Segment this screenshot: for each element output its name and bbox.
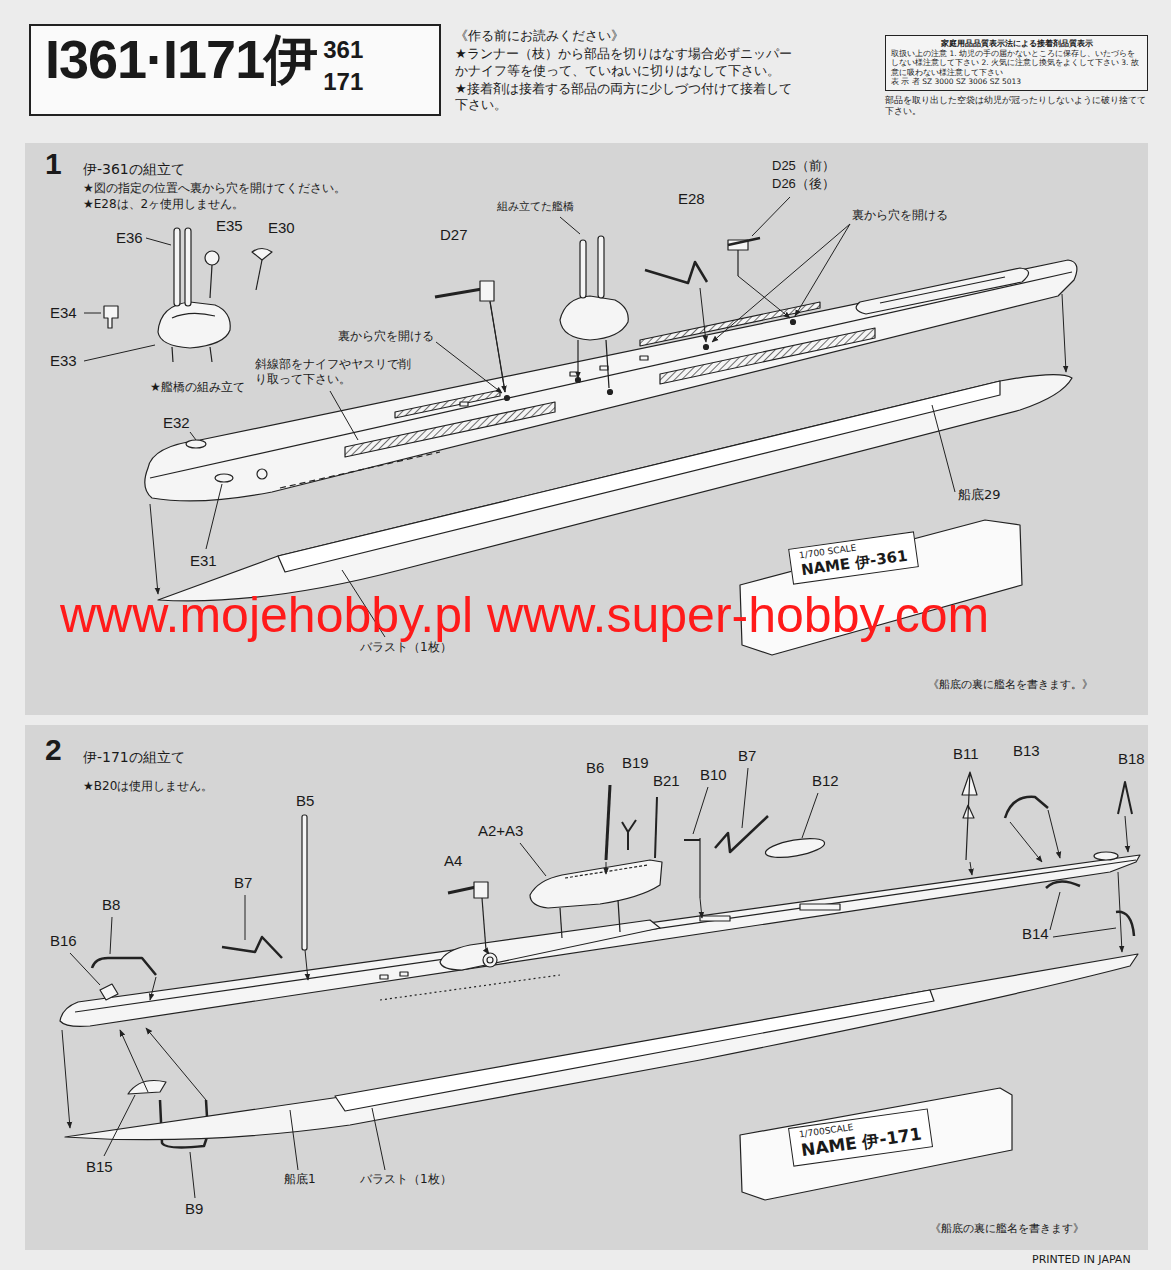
step-title: 伊-171の組立て — [83, 749, 185, 767]
part-number: E34 — [50, 304, 77, 323]
part-number: B7 — [738, 747, 756, 766]
watermark: www.mojehobby.pl www.super-hobby.com — [60, 590, 989, 640]
note-text: 裏から穴を開ける — [338, 329, 434, 344]
note-text: 斜線部をナイフやヤスリで削り取って下さい。 — [255, 357, 415, 387]
part-number: B5 — [296, 792, 314, 811]
caution-text: 取扱い上の注意 1. 幼児の手の届かないところに保存し、いたづらをしない様注意し… — [891, 49, 1142, 77]
submarine-i171-parts — [60, 772, 1140, 1200]
note-text: バラスト（1枚） — [360, 640, 452, 655]
part-number: E33 — [50, 352, 77, 371]
title-text: I361·I171伊 — [45, 32, 317, 86]
note-text: ★B20は使用しません。 — [83, 779, 213, 794]
note-text: 部品を取り出した空袋は幼児が冠ったりしないように破り捨てて下さい。 — [885, 95, 1148, 118]
part-number: B10 — [700, 766, 727, 785]
part-number: B19 — [622, 754, 649, 773]
note-text: 組み立てた艦橋 — [497, 200, 574, 214]
panel-ground — [25, 25, 1148, 1250]
note-text: ★接着剤は接着する部品の両方に少しづつ付けて接着して下さい。 — [455, 81, 795, 114]
step-panel: 2 伊-171の組立て ★B20は使用しません。 1/700SCALENAME 伊-1… — [25, 725, 1148, 1250]
part-number: B12 — [812, 772, 839, 791]
part-number: A4 — [444, 852, 462, 871]
part-number: E32 — [163, 414, 190, 433]
note-text: ★E28は、2ヶ使用しません。 — [83, 197, 244, 212]
part-number: B16 — [50, 932, 77, 951]
note-text: 《船底の裏に艦名を書きます。》 — [928, 678, 1093, 692]
part-number: B9 — [185, 1200, 203, 1219]
part-number: E28 — [678, 190, 705, 209]
part-number: B21 — [653, 772, 680, 791]
note-text: 船底29 — [958, 487, 1001, 503]
part-number: B18 — [1118, 750, 1145, 769]
part-number: E30 — [268, 219, 295, 238]
note-text: 船底1 — [284, 1172, 316, 1187]
part-number: A2+A3 — [478, 822, 523, 841]
part-number: B11 — [953, 745, 979, 764]
part-number: D27 — [440, 226, 468, 245]
part-number: B6 — [586, 759, 604, 778]
part-number: E36 — [116, 229, 143, 248]
model-number: 171 — [323, 70, 363, 94]
part-number: B15 — [86, 1158, 113, 1177]
name-plate: 1/700 SCALENAME 伊-361 — [788, 531, 919, 584]
part-number: D26（後） — [772, 176, 835, 192]
part-number: B8 — [102, 896, 120, 915]
note-text: 《船底の裏に艦名を書きます》 — [930, 1222, 1084, 1236]
part-number: E31 — [190, 552, 217, 571]
quality-label-box: 家庭用品品質表示法による接着剤品質表示取扱い上の注意 1. 幼児の手の届かないと… — [885, 35, 1148, 91]
part-number: E35 — [216, 217, 243, 236]
note-text: 《作る前にお読みください》 — [455, 28, 624, 44]
part-number: B7 — [234, 874, 252, 893]
note-text: 裏から穴を開ける — [852, 208, 948, 223]
part-number: D25（前） — [772, 158, 835, 174]
leader-line — [62, 768, 1128, 1198]
box-heading: 家庭用品品質表示法による接着剤品質表示 — [891, 39, 1142, 49]
step-number: 2 — [45, 735, 62, 765]
part-number: B13 — [1013, 742, 1040, 761]
note-text: バラスト（1枚） — [360, 1172, 452, 1187]
note-text: ★図の指定の位置へ裏から穴を開けてください。 — [83, 181, 346, 196]
leader-line — [84, 197, 1066, 637]
note-text: PRINTED IN JAPAN — [1032, 1253, 1131, 1267]
name-plate: 1/700SCALENAME 伊-171 — [788, 1108, 933, 1166]
part-number: B14 — [1022, 925, 1049, 944]
note-text: ★ランナー（枝）から部品を切りはなす場合必ずニッパーかナイフ等を使って、ていねい… — [455, 46, 795, 79]
model-number: 361 — [323, 38, 363, 62]
step-title: 伊-361の組立て — [83, 161, 185, 179]
step-number: 1 — [45, 149, 62, 179]
maker-code: 表 示 者 SZ 3000 SZ 3006 SZ 5013 — [891, 77, 1142, 86]
note-text: ★艦橋の組み立て — [150, 380, 245, 395]
